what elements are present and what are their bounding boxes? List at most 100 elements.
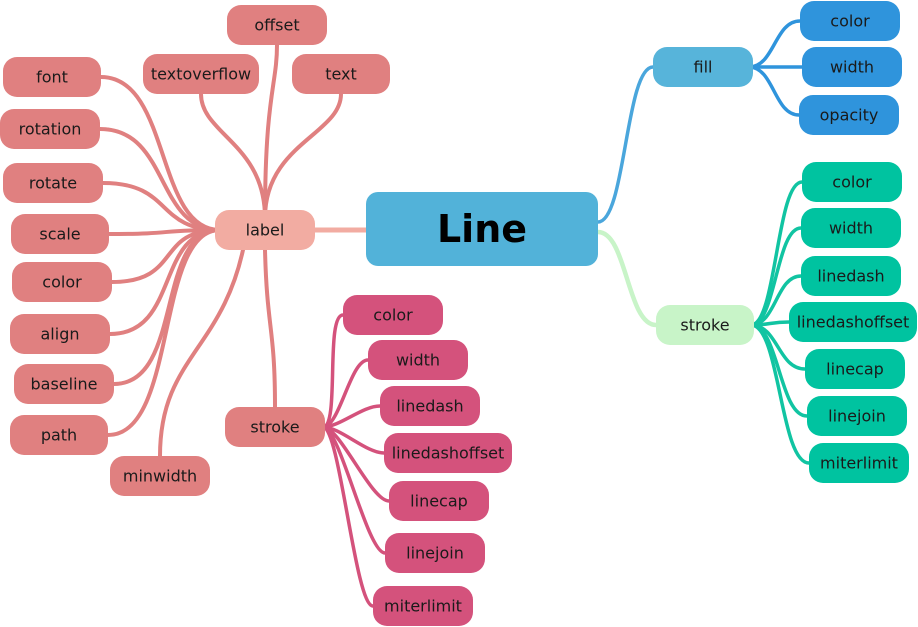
node-fill-opacity-box (799, 95, 899, 135)
node-stroke-linedashoffset-box (789, 302, 917, 342)
node-stroke-linejoin: linejoin (807, 396, 907, 436)
node-label-stroke-label: stroke (250, 418, 299, 437)
edge-label-stroke (263, 248, 277, 409)
node-stroke-width: width (801, 208, 901, 248)
node-label-font: font (3, 57, 101, 97)
node-label-text: text (292, 54, 390, 94)
node-label-color: color (12, 262, 112, 302)
node-stroke-color-box (802, 162, 902, 202)
node-label-label: label (246, 221, 285, 240)
node-label-scale: scale (11, 214, 109, 254)
node-stroke-linecap-label: linecap (826, 360, 884, 379)
node-stroke-width-label: width (829, 219, 873, 238)
node-label-stroke-miterlimit: miterlimit (373, 586, 473, 626)
node-label-baseline-box (14, 364, 114, 404)
edge-stroke-width (749, 226, 803, 327)
node-label-scale-box (11, 214, 109, 254)
node-label-stroke-box (225, 407, 325, 447)
node-stroke-miterlimit: miterlimit (809, 443, 909, 483)
node-label-stroke-linejoin-box (385, 533, 485, 573)
edge-label-minwidth (158, 238, 247, 458)
node-fill-box (653, 47, 753, 87)
node-label: label (215, 210, 315, 250)
edge-stroke-miterlimit (749, 323, 811, 465)
root-node-line-box (366, 192, 598, 266)
node-stroke-miterlimit-box (809, 443, 909, 483)
node-fill-label: fill (694, 58, 713, 77)
edge-fill-color (747, 19, 802, 69)
node-stroke-linecap: linecap (805, 349, 905, 389)
node-label-scale-label: scale (39, 225, 80, 244)
node-label-rotation: rotation (0, 109, 100, 149)
node-label-stroke-linejoin-label: linejoin (406, 544, 464, 563)
node-stroke-linecap-box (805, 349, 905, 389)
node-label-stroke-linecap: linecap (389, 481, 489, 521)
node-label-path: path (10, 415, 108, 455)
node-label-baseline: baseline (14, 364, 114, 404)
edge-root-stroke (595, 229, 659, 328)
node-label-stroke-color-box (343, 295, 443, 335)
node-stroke-linedash: linedash (801, 256, 901, 296)
edge-label-color (110, 228, 222, 284)
node-label-stroke-width-box (368, 340, 468, 380)
node-fill-width: width (802, 47, 902, 87)
edge-label-rotate (101, 181, 222, 232)
node-stroke-miterlimit-label: miterlimit (820, 454, 898, 473)
node-fill-color-label: color (830, 12, 870, 31)
node-label-path-box (10, 415, 108, 455)
node-label-rotate-label: rotate (29, 174, 77, 193)
node-stroke-linedash-label: linedash (817, 267, 884, 286)
node-label-path-label: path (41, 426, 77, 445)
node-label-stroke-linedash: linedash (380, 386, 480, 426)
node-label-rotate-box (3, 163, 103, 203)
edge-label-stroke-miterlimit (321, 425, 375, 608)
node-label-textoverflow-box (143, 54, 259, 94)
node-label-stroke-linedashoffset-box (384, 433, 512, 473)
node-fill-width-label: width (830, 58, 874, 77)
node-label-stroke: stroke (225, 407, 325, 447)
node-stroke-linedash-box (801, 256, 901, 296)
node-label-stroke-linecap-label: linecap (410, 492, 468, 511)
edge-label-rotation (98, 127, 222, 232)
node-label-align-label: align (41, 325, 80, 344)
node-stroke: stroke (656, 305, 754, 345)
node-label-text-label: text (325, 65, 357, 84)
node-label-textoverflow: textoverflow (143, 54, 259, 94)
node-label-stroke-miterlimit-box (373, 586, 473, 626)
node-stroke-box (656, 305, 754, 345)
node-label-stroke-color-label: color (373, 306, 413, 325)
node-fill-width-box (802, 47, 902, 87)
node-stroke-label: stroke (680, 316, 729, 335)
node-label-stroke-linedashoffset: linedashoffset (384, 433, 512, 473)
node-stroke-color-label: color (832, 173, 872, 192)
node-label-align: align (10, 314, 110, 354)
node-label-rotate: rotate (3, 163, 103, 203)
node-stroke-color: color (802, 162, 902, 202)
node-label-stroke-miterlimit-label: miterlimit (384, 597, 462, 616)
edge-label-path (106, 228, 222, 437)
edge-label-baseline (112, 228, 222, 386)
edge-label-text (263, 92, 343, 220)
node-label-stroke-linecap-box (389, 481, 489, 521)
node-label-offset-label: offset (254, 16, 299, 35)
edge-label-stroke-color (321, 313, 345, 429)
node-label-minwidth-label: minwidth (123, 467, 197, 486)
node-label-stroke-color: color (343, 295, 443, 335)
node-fill-color-box (800, 1, 900, 41)
edges-layer (98, 19, 811, 608)
node-label-baseline-label: baseline (30, 375, 97, 394)
node-label-font-box (3, 57, 101, 97)
root-node-line: Line (366, 192, 598, 266)
node-label-font-label: font (36, 68, 68, 87)
edge-root-fill (596, 65, 655, 224)
node-label-stroke-linedash-box (380, 386, 480, 426)
node-label-text-box (292, 54, 390, 94)
node-stroke-linejoin-label: linejoin (828, 407, 886, 426)
edge-stroke-color (749, 180, 804, 327)
node-stroke-linejoin-box (807, 396, 907, 436)
node-label-minwidth-box (110, 456, 210, 496)
edge-label-offset (263, 43, 279, 220)
edge-label-font (99, 75, 222, 232)
